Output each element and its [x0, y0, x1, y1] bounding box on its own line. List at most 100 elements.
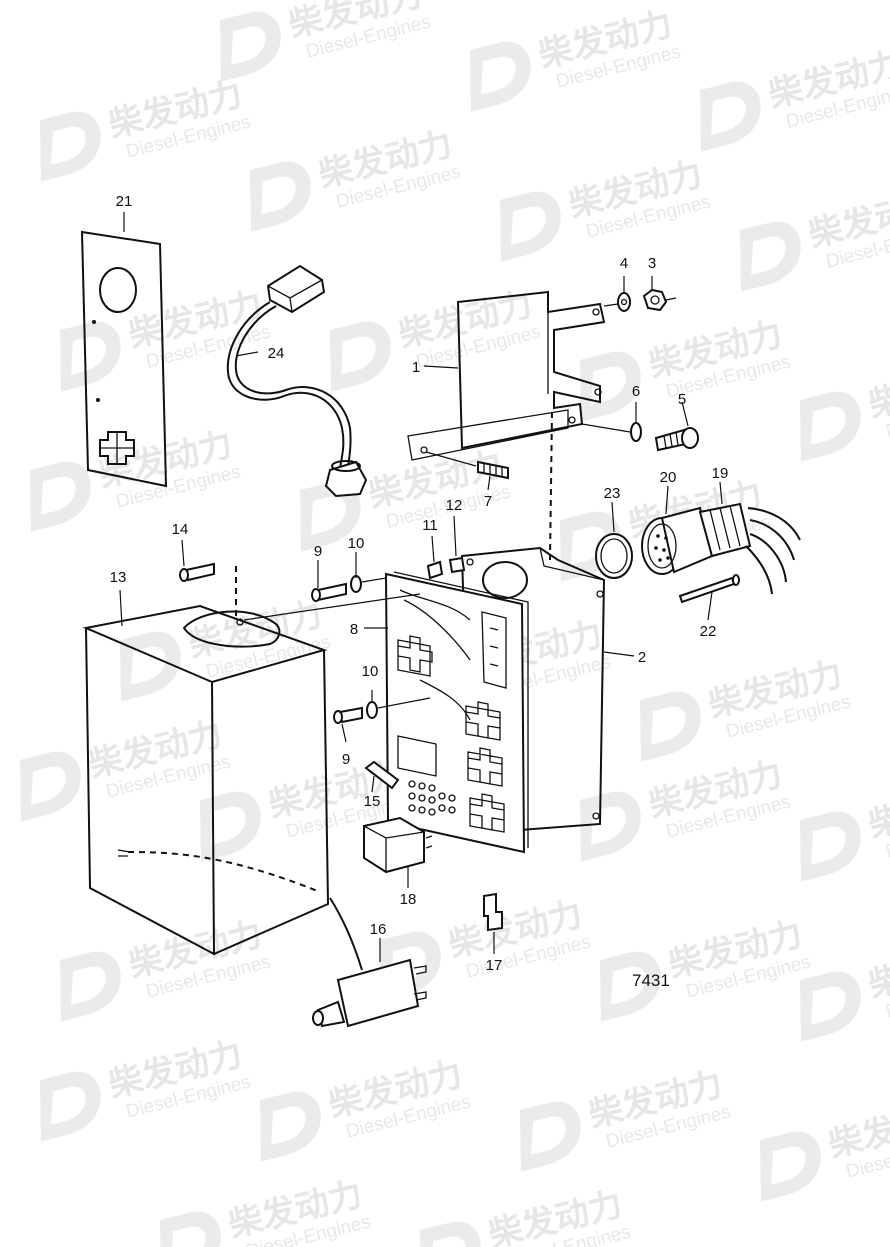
part-3-nut — [642, 288, 668, 312]
callout-9-upper: 9 — [314, 543, 322, 560]
part-19-cable-plug — [698, 502, 801, 595]
callout-labels: 21 24 1 4 3 6 5 7 8 9 10 11 12 13 14 15 … — [110, 193, 729, 974]
callout-22: 23 — [604, 485, 621, 502]
callout-20: 20 — [660, 469, 677, 486]
part-6-washer — [630, 422, 642, 442]
watermark-logo-icon — [520, 1101, 581, 1172]
part-23-cover-plate — [80, 230, 168, 488]
watermark-logo-icon — [500, 191, 561, 262]
watermark-logo-icon — [600, 951, 661, 1022]
watermark-logo-icon — [250, 161, 311, 232]
watermark-logo-icon — [700, 81, 761, 152]
part-18-relay — [363, 816, 433, 874]
watermark-logo-icon — [420, 1221, 481, 1247]
callout-13: 13 — [110, 569, 127, 586]
part-10-washer-lower — [366, 701, 378, 719]
watermark-cn-text: 柴发动力 — [865, 934, 890, 1006]
watermark-logo-icon — [60, 321, 121, 392]
part-11-spacer — [426, 560, 444, 580]
part-9-screw-lower — [333, 706, 363, 724]
callout-6: 6 — [632, 383, 640, 400]
callout-14: 14 — [172, 521, 189, 538]
callout-7: 7 — [484, 493, 492, 510]
watermark-logo-icon — [30, 461, 91, 532]
part-1-bracket — [407, 290, 606, 461]
watermark-logo-icon — [300, 481, 361, 552]
drawing-number: 7431 — [632, 971, 670, 990]
watermark-logo-icon — [40, 111, 101, 182]
watermark-cn-text: 柴发动力 — [865, 774, 890, 846]
part-9-screw-upper — [311, 582, 347, 602]
part-8-circuit-board — [384, 571, 529, 854]
part-22-seal-ring — [595, 533, 633, 579]
callout-19: 19 — [712, 465, 729, 482]
callout-15: 15 — [364, 793, 381, 810]
part-24-wire-harness — [226, 264, 368, 498]
watermark-cn-text: 柴发动力 — [865, 354, 890, 426]
watermark-logo-icon — [200, 791, 261, 862]
watermark-logo-icon — [220, 11, 281, 82]
callout-8: 8 — [350, 621, 358, 638]
callout-2: 2 — [638, 649, 646, 666]
part-12-spacer — [448, 556, 466, 574]
watermark-logo-icon — [120, 631, 181, 702]
callout-5: 5 — [678, 391, 686, 408]
callout-9-lower: 9 — [342, 751, 350, 768]
watermark-logo-icon — [640, 691, 701, 762]
part-16-switch — [312, 897, 427, 1028]
callout-10-upper: 10 — [348, 535, 365, 552]
callout-11: 11 — [422, 517, 438, 534]
watermark-logo-icon — [580, 791, 641, 862]
callout-4: 4 — [620, 255, 628, 272]
part-17-clip — [483, 892, 503, 932]
part-15-fuse — [364, 760, 400, 790]
watermark-logo-icon — [160, 1211, 221, 1247]
watermark-logo-icon — [20, 751, 81, 822]
callout-24: 24 — [268, 345, 285, 362]
callout-23: 21 — [116, 193, 133, 210]
callout-12: 12 — [446, 497, 463, 514]
watermark-logo-icon — [470, 41, 531, 112]
callout-21: 22 — [700, 623, 717, 640]
watermark-logo-icon — [60, 951, 121, 1022]
callout-16: 16 — [370, 921, 387, 938]
watermark-logo-icon — [580, 351, 641, 422]
callout-18: 18 — [400, 891, 417, 908]
watermark-logo-icon — [740, 221, 801, 292]
part-7-stud — [425, 451, 509, 480]
callout-1: 1 — [412, 359, 420, 376]
callout-17: 17 — [486, 957, 503, 974]
watermark-logo-icon — [800, 811, 861, 882]
part-13-housing — [82, 604, 330, 956]
watermark-logo-icon — [800, 971, 861, 1042]
watermark-logo-icon — [800, 391, 861, 462]
leader-lines — [119, 212, 723, 962]
part-5-bolt — [654, 427, 699, 452]
watermark-logo-icon — [760, 1131, 821, 1202]
part-21-pin — [678, 574, 740, 604]
callout-3: 3 — [648, 255, 656, 272]
watermark-logo-icon — [330, 321, 391, 392]
